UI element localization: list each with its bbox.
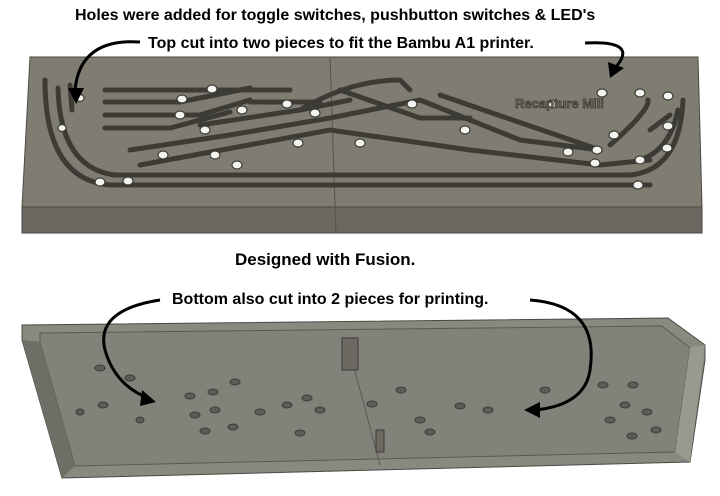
caption-top-cut: Top cut into two pieces to fit the Bambu…: [148, 35, 534, 52]
engraved-text: Recapture Mill: [515, 96, 604, 111]
top-board-model: Recapture Mill: [21, 56, 703, 234]
tray-holes: [75, 364, 662, 440]
cut-line: [329, 56, 337, 234]
annotation-arrows: [73, 40, 625, 412]
cut-line: [351, 359, 381, 466]
switch-holes: [57, 84, 674, 190]
caption-designed: Designed with Fusion.: [235, 250, 416, 269]
arrowheads: [68, 62, 624, 418]
joint-tab: [341, 337, 359, 371]
caption-holes: Holes were added for toggle switches, pu…: [75, 7, 596, 24]
caption-bottom-cut: Bottom also cut into 2 pieces for printi…: [172, 291, 489, 308]
bottom-tray-model: [21, 317, 706, 479]
